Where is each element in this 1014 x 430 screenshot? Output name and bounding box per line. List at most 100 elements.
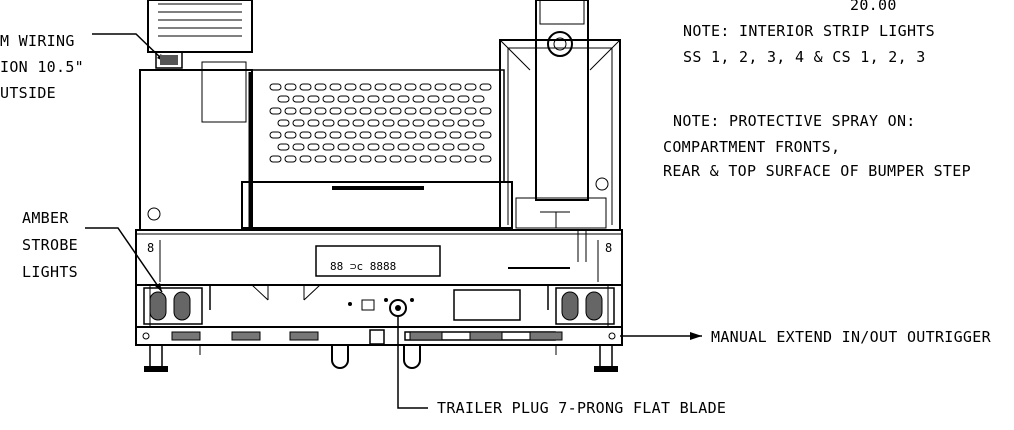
note-strip-lights-line2: SS 1, 2, 3, 4 & CS 1, 2, 3	[683, 48, 926, 66]
trailer-plug[interactable]	[389, 299, 407, 317]
grille-slot	[479, 107, 492, 115]
grille-slot	[307, 119, 320, 127]
grille-slot	[412, 143, 425, 151]
tower-ring	[547, 31, 573, 57]
grille-slot	[382, 95, 395, 103]
access-panel	[453, 289, 521, 321]
grille-slot	[284, 155, 297, 163]
grille-slot	[464, 83, 477, 91]
bumper-frame: 8 8 88 ⊃c 8888	[135, 229, 623, 346]
grille-slot	[464, 107, 477, 115]
bumper-hatch	[171, 331, 201, 341]
grille-slot	[389, 131, 402, 139]
callout-amber-line2: STROBE	[22, 236, 78, 254]
grille-slot	[419, 155, 432, 163]
grille-slot	[457, 95, 470, 103]
tow-hooks	[331, 345, 421, 369]
plate-panel	[315, 245, 441, 277]
grille-slot	[367, 119, 380, 127]
grille-slot	[269, 107, 282, 115]
grille-slot	[352, 119, 365, 127]
grille-slot	[382, 119, 395, 127]
grille-slot	[337, 119, 350, 127]
leader-wiring	[92, 33, 166, 63]
grille-slot	[299, 131, 312, 139]
grille-slot	[449, 131, 462, 139]
grille-slot	[434, 83, 447, 91]
grille-slot	[269, 83, 282, 91]
grille-slot	[299, 107, 312, 115]
grille-slot	[457, 119, 470, 127]
truck-body	[139, 0, 621, 231]
grille-slot	[404, 83, 417, 91]
grille-slot	[329, 131, 342, 139]
svg-text:88 ⊃c 8888: 88 ⊃c 8888	[330, 260, 396, 273]
grille-slot	[464, 155, 477, 163]
grille-slot	[344, 131, 357, 139]
grille-slot	[434, 131, 447, 139]
callout-trailer-plug: TRAILER PLUG 7-PRONG FLAT BLADE	[437, 399, 726, 417]
grille-slot	[389, 107, 402, 115]
callout-amber-line3: LIGHTS	[22, 263, 78, 281]
grille-slot	[449, 155, 462, 163]
grille-slot	[419, 83, 432, 91]
callout-amber-line1: AMBER	[22, 209, 69, 227]
grille-slot	[292, 95, 305, 103]
bumper-hatch-segments	[171, 331, 563, 341]
grille-slot	[472, 143, 485, 151]
grille-slot	[472, 95, 485, 103]
grille-slot	[329, 155, 342, 163]
grille-slot	[404, 155, 417, 163]
grille-slot	[284, 83, 297, 91]
grille-slot	[359, 131, 372, 139]
callout-wiring-line1: M WIRING	[0, 32, 75, 50]
grille-slot	[277, 95, 290, 103]
grille-slot	[412, 119, 425, 127]
callout-wiring-line2: ION 10.5"	[0, 58, 84, 76]
bumper-hatch	[289, 331, 319, 341]
grille-slot	[404, 131, 417, 139]
grille-slot	[314, 107, 327, 115]
bumper-hatch	[409, 331, 443, 341]
grille-slot	[359, 107, 372, 115]
amber-strobe-lights-left	[143, 287, 203, 325]
grille-slot	[359, 155, 372, 163]
grille-slot	[292, 143, 305, 151]
grille-slot	[389, 155, 402, 163]
grille-slot	[322, 95, 335, 103]
grille-slot	[344, 107, 357, 115]
grille-slot	[367, 143, 380, 151]
left-mount-knob	[147, 207, 161, 221]
grille-slot	[329, 83, 342, 91]
grille-slot	[427, 119, 440, 127]
grille-slot	[337, 143, 350, 151]
grille-slot	[479, 131, 492, 139]
grille-slot	[322, 143, 335, 151]
leader-outrigger-arrow	[690, 332, 702, 340]
svg-text:8: 8	[147, 241, 154, 255]
grille-slot	[277, 143, 290, 151]
grille-slot	[329, 107, 342, 115]
grille-slot	[427, 95, 440, 103]
grille-slot	[397, 143, 410, 151]
grille-slot	[314, 155, 327, 163]
grille-slot	[374, 155, 387, 163]
grille-slot	[284, 131, 297, 139]
grille-slot	[352, 143, 365, 151]
grille-slot	[389, 83, 402, 91]
leader-amber	[85, 227, 163, 293]
grille-slot	[292, 119, 305, 127]
note-strip-lights-line1: NOTE: INTERIOR STRIP LIGHTS	[683, 22, 935, 40]
grille-slot	[344, 83, 357, 91]
grille-slot	[472, 119, 485, 127]
grille-slot	[307, 95, 320, 103]
grille-slot	[442, 119, 455, 127]
svg-text:8: 8	[605, 241, 612, 255]
outrigger-legs	[144, 344, 618, 372]
grille-slot	[434, 107, 447, 115]
wiring-connector	[160, 55, 178, 65]
grille-slot	[322, 119, 335, 127]
note-spray-line2: COMPARTMENT FRONTS,	[663, 138, 840, 156]
bumper-hatch	[469, 331, 503, 341]
grille-slot	[427, 143, 440, 151]
